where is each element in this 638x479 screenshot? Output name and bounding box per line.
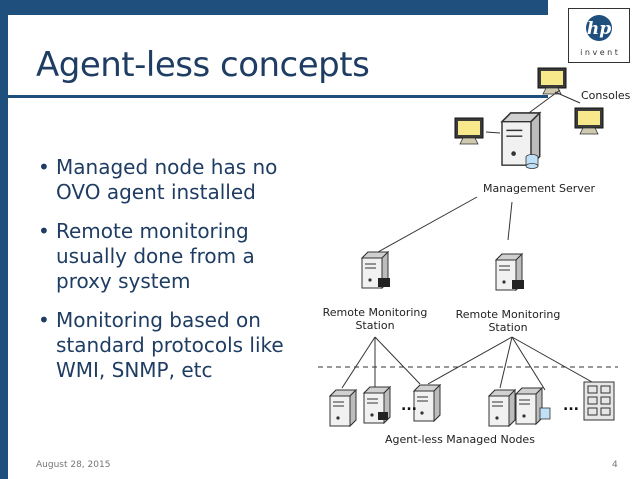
console-link: [485, 131, 501, 134]
server-link: [507, 201, 513, 241]
console-icon: [574, 107, 604, 135]
footer-date: August 28, 2015: [36, 460, 111, 470]
managed-nodes-label: Agent-less Managed Nodes: [385, 433, 535, 446]
console-link: [554, 91, 581, 104]
page-number: 4: [612, 460, 618, 470]
server-link: [377, 196, 478, 253]
bullet-item: Managed node has no OVO agent installed: [38, 155, 308, 205]
console-icon: [537, 67, 567, 95]
management-server-label: Management Server: [483, 182, 596, 195]
managed-node-icon: [515, 387, 551, 425]
remote-station-right-icon: [495, 253, 524, 291]
title-rule: [8, 95, 548, 98]
bullet-item: Remote monitoring usually done from a pr…: [38, 219, 308, 294]
consoles-label: Consoles: [581, 89, 631, 102]
managed-node-icon: [488, 389, 516, 427]
left-accent-bar: [0, 0, 8, 479]
managed-node-icon: [413, 384, 441, 422]
bullet-list: Managed node has no OVO agent installed …: [38, 155, 308, 397]
node-links: [341, 336, 593, 391]
ellipsis-left: ...: [401, 398, 417, 414]
logo-tagline: i n v e n t: [580, 48, 618, 57]
managed-node-rack-icon: [583, 381, 615, 421]
managed-node-icon: [329, 389, 357, 427]
remote-station-left-label: Remote Monitoring Station: [322, 306, 428, 332]
remote-station-left-icon: [361, 251, 390, 289]
top-accent-band: [8, 0, 548, 15]
slide-title: Agent-less concepts: [36, 45, 370, 85]
console-icon: [454, 117, 484, 145]
management-server-icon: [501, 112, 541, 169]
managed-node-icon: [363, 386, 391, 424]
ellipsis-right: ...: [563, 398, 579, 414]
hp-logo: hp i n v e n t: [568, 8, 630, 63]
remote-station-right-label: Remote Monitoring Station: [455, 308, 561, 334]
logo-brand: hp: [587, 19, 611, 39]
bullet-item: Monitoring based on standard protocols l…: [38, 308, 308, 383]
